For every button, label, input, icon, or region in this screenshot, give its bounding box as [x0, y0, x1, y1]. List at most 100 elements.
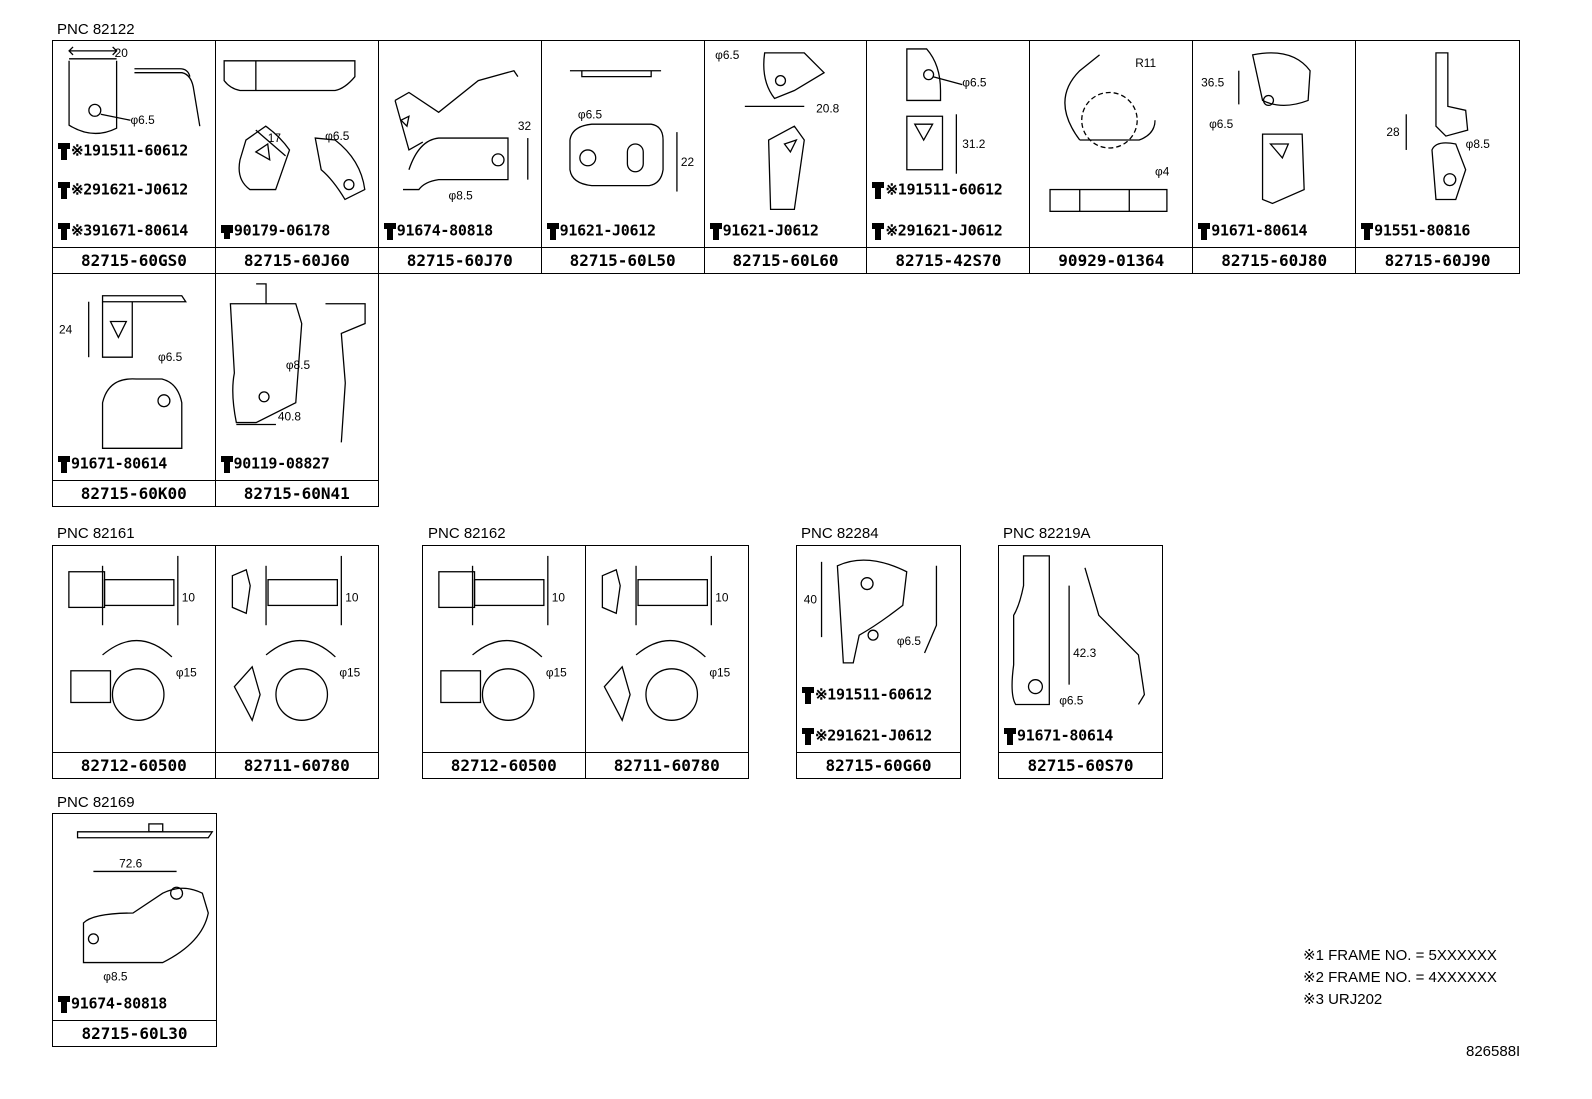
part-cell-82715-60j60[interactable]: 17 φ6.5 90179-06178 82715-60J60 [215, 41, 379, 273]
bolt-spec-1: 91671-80614 [57, 454, 167, 474]
bolt-icon [58, 143, 70, 160]
part-number: 82715-60J60 [215, 247, 378, 273]
bolt-spec-2: ※291621-J0612 [801, 726, 932, 746]
part-number: 82715-42S70 [867, 247, 1030, 273]
group-82162: 10 φ15 82712-60500 10 φ15 82711-60780 [422, 545, 749, 779]
part-number: 82715-60J70 [378, 247, 541, 273]
svg-text:20: 20 [115, 46, 129, 60]
bolt-spec-2: ※291621-J0612 [871, 221, 1003, 241]
svg-text:20.8: 20.8 [816, 101, 840, 115]
part-number: 82715-60L50 [541, 247, 704, 273]
footnote-3: ※3 URJ202 [1303, 991, 1383, 1008]
bolt-spec-1: 91671-80614 [1003, 726, 1113, 746]
bolt-spec-1: 91674-80818 [383, 221, 493, 241]
group-82122-row1: 20 φ6.5 ※191511-60612 ※291621-J0612 ※391… [52, 40, 1520, 274]
part-number: 82715-60GS0 [53, 247, 215, 273]
part-number: 82715-60K00 [53, 480, 215, 506]
bolt-spec-2: ※291621-J0612 [57, 180, 188, 200]
svg-text:72.6: 72.6 [119, 856, 143, 870]
pnc-label-82284: PNC 82284 [801, 525, 879, 542]
bolt-icon [872, 182, 885, 199]
group-82169: 72.6 φ8.5 91674-80818 82715-60L30 [52, 813, 217, 1047]
svg-text:φ6.5: φ6.5 [130, 113, 155, 127]
bracket-drawing: 42.3 φ6.5 [1011, 555, 1146, 707]
bolt-spec-1: ※191511-60612 [801, 685, 932, 705]
svg-text:24: 24 [59, 322, 73, 336]
bolt-spec-1: ※191511-60612 [57, 141, 188, 161]
bolt-spec-1: 91671-80614 [1197, 221, 1308, 241]
part-cell-82715-60n41[interactable]: φ8.5 40.8 90119-08827 82715-60N41 [215, 274, 378, 506]
part-cell-82715-60j70[interactable]: 32 φ8.5 91674-80818 82715-60J70 [378, 41, 542, 273]
part-cell-82715-42s70[interactable]: φ6.5 31.2 ※191511-60612 ※291621-J0612 82… [867, 41, 1031, 273]
bolt-spec-1: 90119-08827 [220, 454, 330, 474]
bolt-icon [1198, 223, 1211, 240]
pnc-label-82122: PNC 82122 [57, 21, 135, 38]
part-number: 82715-60N41 [215, 480, 378, 506]
pnc-label-82219a: PNC 82219A [1003, 525, 1091, 542]
part-cell-82715-60l50[interactable]: 22 φ6.5 91621-J0612 82715-60L50 [541, 41, 705, 273]
bolt-spec-1: 91621-J0612 [709, 221, 819, 241]
part-number: 82711-60780 [585, 752, 748, 778]
svg-text:10: 10 [552, 590, 566, 604]
part-number: 82715-60S70 [999, 752, 1162, 778]
part-cell-82715-60l30[interactable]: 72.6 φ8.5 91674-80818 82715-60L30 [53, 814, 216, 1046]
pnc-label-82161: PNC 82161 [57, 525, 135, 542]
part-cell-82715-60gs0[interactable]: 20 φ6.5 ※191511-60612 ※291621-J0612 ※391… [53, 41, 216, 273]
bolt-spec-1: ※191511-60612 [871, 180, 1003, 200]
svg-text:28: 28 [1387, 125, 1401, 139]
part-number: 82712-60500 [423, 752, 585, 778]
group-82284: 40 φ6.5 ※191511-60612 ※291621-J0612 8271… [796, 545, 961, 779]
part-cell-82715-60g60[interactable]: 40 φ6.5 ※191511-60612 ※291621-J0612 8271… [797, 546, 960, 778]
svg-text:φ8.5: φ8.5 [448, 188, 473, 202]
bolt-icon [58, 996, 70, 1013]
bolt-icon [58, 223, 70, 240]
group-82219a: 42.3 φ6.5 91671-80614 82715-60S70 [998, 545, 1163, 779]
svg-text:φ6.5: φ6.5 [578, 107, 603, 121]
bracket-drawing: 24 φ6.5 [59, 295, 187, 449]
part-cell-82715-60s70[interactable]: 42.3 φ6.5 91671-80614 82715-60S70 [999, 546, 1162, 778]
bolt-spec-1: 91621-J0612 [546, 221, 656, 241]
bolt-icon [802, 728, 814, 745]
part-number: 82715-60J80 [1193, 247, 1356, 273]
part-cell-90929-01364[interactable]: R11 φ4 90929-01364 [1030, 41, 1194, 273]
bracket-drawing: 36.5 φ6.5 [1201, 52, 1311, 205]
svg-text:17: 17 [268, 131, 281, 145]
part-number: 82715-60L30 [53, 1020, 216, 1046]
svg-text:φ6.5: φ6.5 [325, 129, 350, 143]
svg-text:36.5: 36.5 [1201, 76, 1225, 90]
svg-text:φ15: φ15 [546, 666, 567, 680]
svg-text:φ4: φ4 [1155, 165, 1170, 179]
part-cell-82715-60j80[interactable]: 36.5 φ6.5 91671-80614 82715-60J80 [1193, 41, 1357, 273]
bolt-icon [872, 223, 885, 240]
footnote-1: ※1 FRAME NO. = 5XXXXXX [1303, 947, 1497, 964]
bolt-spec-3: ※391671-80614 [57, 221, 188, 241]
svg-text:φ15: φ15 [176, 666, 197, 680]
part-cell-82715-60l60[interactable]: φ6.5 20.8 91621-J0612 82715-60L60 [704, 41, 868, 273]
part-cell-82711-60780[interactable]: 10 φ15 82711-60780 [215, 546, 378, 778]
bolt-icon [58, 456, 70, 473]
part-number: 82715-60J90 [1356, 247, 1520, 273]
part-cell-82712-60500-b[interactable]: 10 φ15 82712-60500 [423, 546, 586, 778]
pnc-label-82162: PNC 82162 [428, 525, 506, 542]
part-cell-82711-60780-b[interactable]: 10 φ15 82711-60780 [585, 546, 748, 778]
svg-text:32: 32 [518, 119, 531, 133]
bracket-drawing: φ8.5 40.8 [229, 283, 366, 443]
svg-text:40.8: 40.8 [277, 410, 301, 424]
bracket-drawing: 28 φ8.5 [1387, 52, 1490, 201]
svg-text:φ6.5: φ6.5 [1059, 693, 1084, 707]
diagram-id: 826588I [1466, 1043, 1521, 1060]
part-cell-82715-60k00[interactable]: 24 φ6.5 91671-80614 82715-60K00 [53, 274, 216, 506]
bracket-drawing: φ6.5 31.2 [906, 48, 987, 174]
part-number: 82711-60780 [215, 752, 378, 778]
bracket-drawing: 40 φ6.5 [804, 559, 938, 664]
bracket-drawing: φ6.5 20.8 [715, 48, 840, 211]
bracket-drawing: 32 φ8.5 [394, 69, 531, 202]
bolt-icon [220, 225, 233, 239]
part-cell-82715-60j90[interactable]: 28 φ8.5 91551-80816 82715-60J90 [1356, 41, 1520, 273]
clamp-drawing: 10 φ15 [231, 555, 360, 722]
bolt-icon [546, 223, 559, 240]
svg-text:10: 10 [182, 590, 196, 604]
group-82122-row2: 24 φ6.5 91671-80614 82715-60K00 φ8.5 40.… [52, 273, 379, 507]
svg-text:φ6.5: φ6.5 [715, 48, 740, 62]
part-cell-82712-60500[interactable]: 10 φ15 82712-60500 [53, 546, 216, 778]
